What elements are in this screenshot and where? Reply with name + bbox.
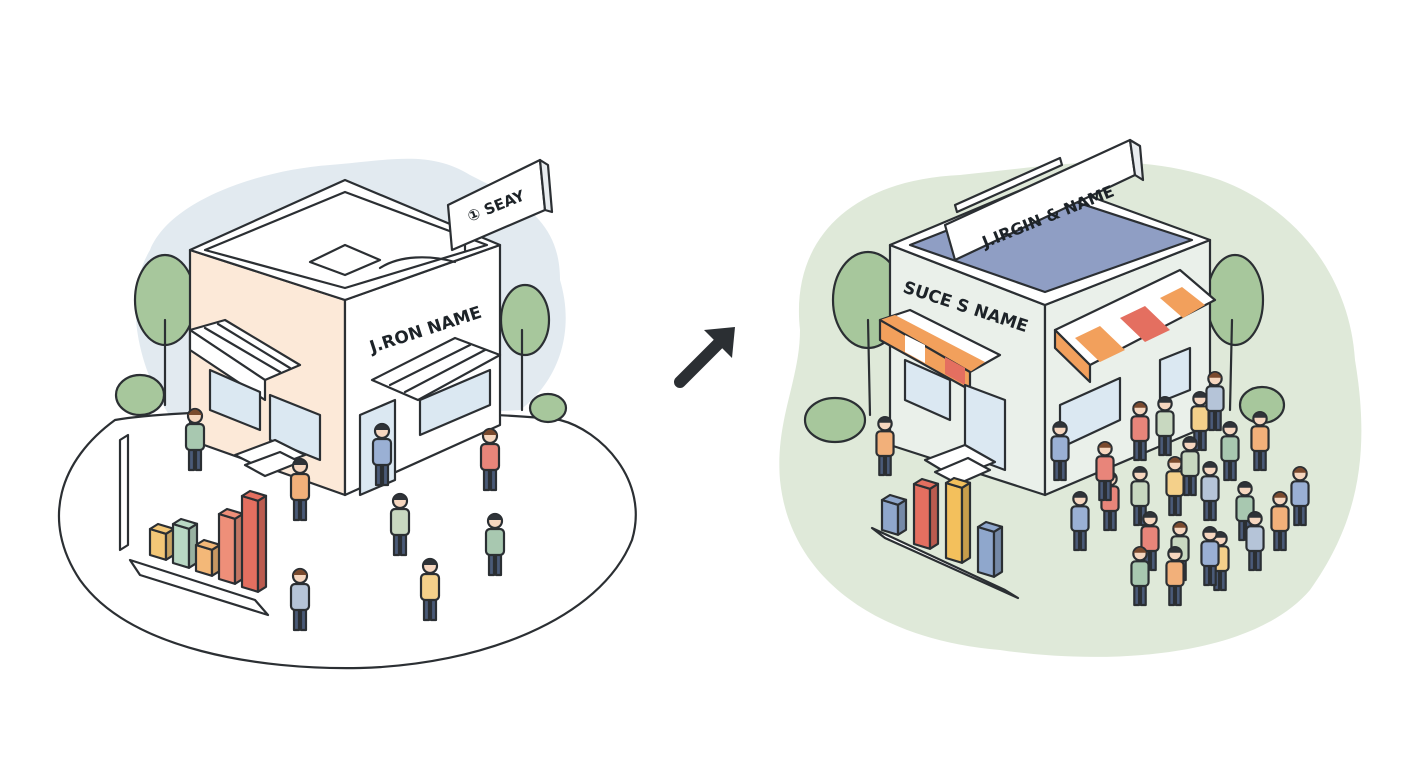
left-person-5 [389, 492, 411, 557]
right-right-awning [1053, 268, 1217, 384]
left-bar-5 [240, 489, 268, 593]
left-person-3 [371, 422, 393, 487]
left-bush-2 [528, 392, 568, 424]
right-person-1 [875, 415, 895, 477]
right-person-4 [1155, 395, 1175, 457]
right-person-5 [1190, 390, 1210, 452]
left-person-8 [484, 512, 506, 577]
right-person-24 [1095, 440, 1115, 502]
right-person-21 [1130, 545, 1150, 607]
right-person-9 [1290, 465, 1310, 527]
right-person-16 [1070, 490, 1090, 552]
right-bar-4 [976, 520, 1004, 578]
left-bush-1 [114, 373, 166, 417]
left-bar-1 [148, 522, 176, 561]
right-tree-2 [1205, 253, 1265, 412]
right-person-23 [1200, 525, 1220, 587]
right-bush-1 [803, 396, 867, 444]
left-bar-4 [217, 507, 245, 585]
right-person-15 [1270, 490, 1290, 552]
right-person-6 [1205, 370, 1225, 432]
right-person-2 [1050, 420, 1070, 482]
left-person-7 [289, 567, 311, 632]
right-bar-chart [870, 476, 1020, 600]
right-bars [880, 476, 1004, 578]
right-bar-3 [944, 476, 972, 564]
left-bar-3 [194, 538, 222, 577]
right-left-awning [878, 308, 1002, 392]
growth-arrow [674, 327, 735, 388]
left-scene: J.RON NAME ① SEAY [57, 158, 637, 670]
right-person-25 [1180, 435, 1200, 497]
right-person-7 [1220, 420, 1240, 482]
right-people [875, 370, 1310, 607]
arrow-head-icon [704, 327, 735, 358]
left-people [184, 407, 506, 632]
right-person-12 [1165, 455, 1185, 517]
left-rooftop-sign: ① SEAY [446, 158, 554, 252]
left-person-6 [419, 557, 441, 622]
left-bar-2 [171, 517, 199, 569]
right-person-11 [1130, 465, 1150, 527]
left-bars [148, 489, 268, 593]
right-person-13 [1200, 460, 1220, 522]
right-building: SUCE S NAME [878, 178, 1217, 497]
right-bar-2 [912, 477, 940, 550]
left-person-2 [289, 457, 311, 522]
left-person-4 [479, 427, 501, 492]
left-person-1 [184, 407, 206, 472]
right-person-22 [1165, 545, 1185, 607]
right-person-8 [1250, 410, 1270, 472]
left-bar-chart [118, 433, 270, 617]
right-scene: SUCE S NAME J.IRGIN & NAME [779, 138, 1362, 657]
left-building: J.RON NAME [188, 178, 502, 497]
right-person-3 [1130, 400, 1150, 462]
right-person-20 [1245, 510, 1265, 572]
right-bar-1 [880, 493, 908, 536]
